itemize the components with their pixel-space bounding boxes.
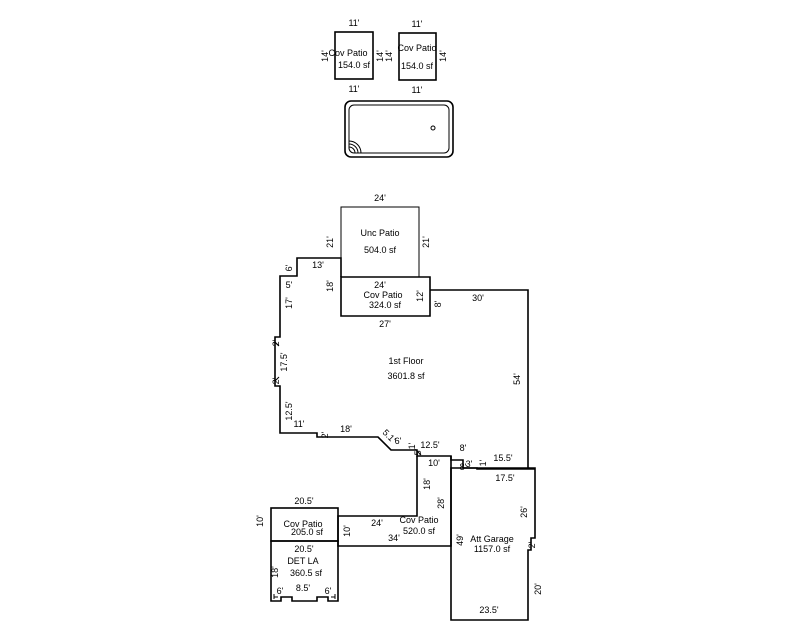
- dim-label: 5': [286, 280, 293, 290]
- area-name: Att Garage: [470, 534, 514, 544]
- dim-label: 24': [374, 193, 386, 203]
- dim-label: 18': [325, 280, 335, 292]
- area-size: 154.0 sf: [338, 60, 371, 70]
- dim-label: 18': [422, 478, 432, 490]
- area-name: Cov Patio: [363, 290, 402, 300]
- dim-label: 26': [519, 506, 529, 518]
- dim-label: 6': [325, 586, 332, 596]
- dim-label: 1': [478, 459, 488, 466]
- dim-label: 11': [348, 84, 359, 94]
- area-size: 154.0 sf: [401, 61, 434, 71]
- area-size: 520.0 sf: [403, 526, 436, 536]
- dim-label: 11': [293, 419, 304, 429]
- dim-label: 1': [407, 442, 417, 449]
- cov-patio-2-shape: [398, 32, 437, 81]
- area-name: 1st Floor: [388, 356, 423, 366]
- dim-label: 10': [342, 525, 352, 537]
- dim-label: 10': [255, 515, 265, 527]
- area-name: Cov Patio: [328, 48, 367, 58]
- dim-label: 8': [433, 300, 443, 307]
- area-size: 360.5 sf: [290, 568, 323, 578]
- dim-label: 15.5': [493, 453, 513, 463]
- dim-label: 18': [270, 566, 280, 578]
- dim-label: 6': [277, 586, 284, 596]
- dim-label: 8': [460, 462, 467, 472]
- area-name: Cov Patio: [399, 515, 438, 525]
- dim-label: 2': [271, 377, 281, 384]
- dim-label: 20.5': [294, 544, 314, 554]
- dim-label: 3': [466, 459, 473, 469]
- area-name: Cov Patio: [283, 519, 322, 529]
- dim-label: 28': [436, 497, 446, 509]
- dim-label: 24': [371, 518, 383, 528]
- dim-label: 12.5': [284, 401, 294, 421]
- dim-label: 6': [284, 264, 294, 271]
- area-name: Cov Patio: [397, 43, 436, 53]
- dim-label: 21': [421, 236, 431, 248]
- dim-label: 13': [312, 260, 324, 270]
- dim-label: 23.5': [479, 605, 499, 615]
- dim-label: 8.5': [296, 583, 311, 593]
- dim-label: 17': [284, 297, 294, 309]
- dim-label: 14': [375, 50, 385, 62]
- dim-label: 10': [428, 458, 440, 468]
- dim-label: 54': [512, 373, 522, 385]
- det-la-shape: [270, 540, 339, 602]
- area-name: Unc Patio: [360, 228, 399, 238]
- dim-label: 21': [325, 236, 335, 248]
- area-size: 324.0 sf: [369, 300, 402, 310]
- dim-label: 14': [384, 50, 394, 62]
- dim-label: 12': [415, 290, 425, 302]
- area-size: 205.0 sf: [291, 527, 324, 537]
- dim-label: 17.5': [495, 473, 515, 483]
- dim-label: 8': [460, 443, 467, 453]
- dim-label: 11': [411, 85, 422, 95]
- dim-label: 49': [455, 534, 465, 546]
- dim-label: 5': [413, 448, 423, 455]
- dim-label: 34': [388, 533, 400, 543]
- dim-label: 6': [395, 436, 402, 446]
- dim-label: 2': [271, 339, 281, 346]
- area-size: 504.0 sf: [364, 245, 397, 255]
- cov-patio-1-shape: [334, 31, 374, 80]
- area-size: 3601.8 sf: [387, 371, 425, 381]
- first-floor-shape: [274, 257, 536, 470]
- dim-label: 14': [438, 50, 448, 62]
- dim-label: 2': [527, 541, 537, 548]
- area-size: 1157.0 sf: [474, 544, 511, 554]
- dim-label: 18': [340, 424, 352, 434]
- dim-label: 11': [411, 19, 422, 29]
- unc-patio-shape: [340, 206, 420, 278]
- area-name: DET LA: [287, 556, 318, 566]
- dim-label: 20.5': [294, 496, 314, 506]
- dim-label: 20': [533, 583, 543, 595]
- dim-label: 12.5': [420, 440, 440, 450]
- dim-label: 30': [472, 293, 484, 303]
- pool-shape: [344, 100, 454, 158]
- dim-label: 2': [320, 431, 330, 438]
- att-garage-shape: [450, 467, 536, 621]
- dim-label: 27': [379, 319, 391, 329]
- dim-label: 11': [348, 18, 359, 28]
- dim-label: 17.5': [279, 352, 289, 372]
- dim-label: 24': [374, 280, 386, 290]
- dim-label: 14': [320, 50, 330, 62]
